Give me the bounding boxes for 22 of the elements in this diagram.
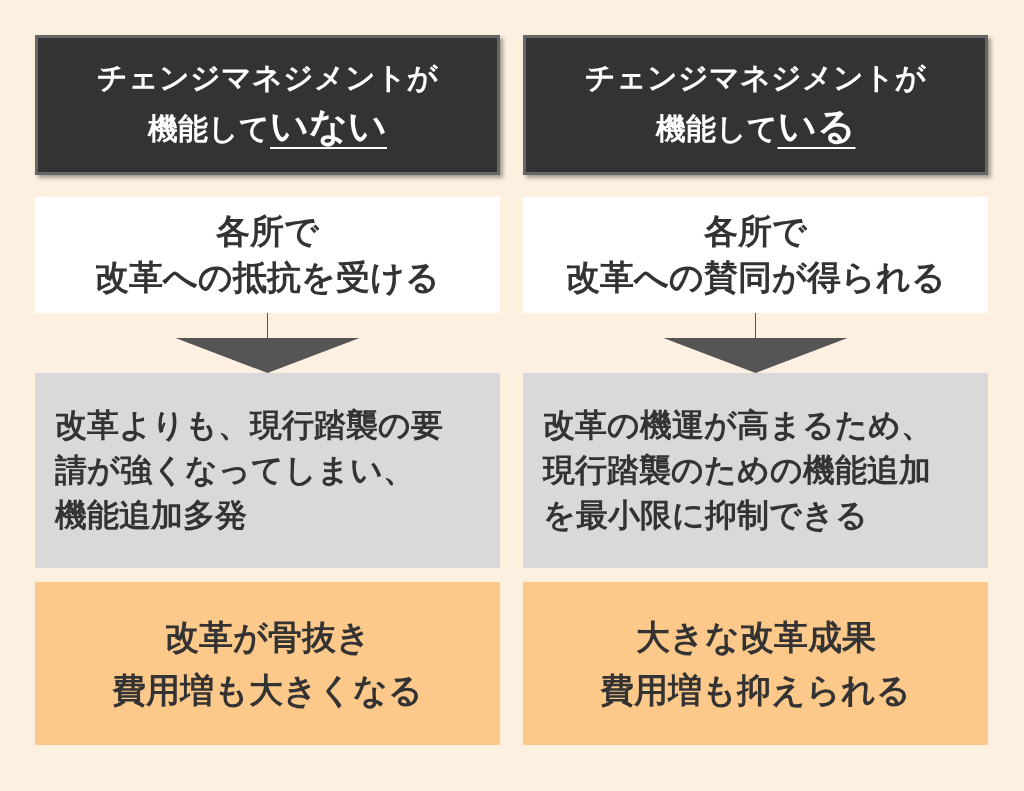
- header-box: [35, 35, 500, 175]
- statement-text: 改革が骨抜き: [164, 615, 371, 659]
- statement-text: 費用増も抑えられる: [600, 668, 911, 712]
- statement-text: 費用増も大きくなる: [112, 668, 423, 712]
- header-text: チェンジマネジメントが機能していない: [96, 58, 439, 151]
- statement-box: [523, 197, 988, 313]
- statement-text: 各所で: [704, 210, 807, 254]
- description-text: 改革の機運が高まるため、現行踏襲のための機能追加を最小限に抑制できる: [543, 405, 933, 536]
- description-box: [523, 373, 988, 568]
- statement-text: 各所で: [216, 210, 319, 254]
- header-text: チェンジマネジメントが機能している: [584, 58, 927, 151]
- statement-text: 改革への抵抗を受ける: [95, 256, 440, 299]
- result-box: [35, 582, 500, 745]
- down-arrow: [663, 312, 848, 374]
- down-arrow: [175, 312, 360, 374]
- description-box: [35, 373, 500, 568]
- statement-text: 大きな改革成果: [635, 615, 876, 659]
- result-box: [523, 582, 988, 745]
- statement-box: [35, 197, 500, 313]
- description-text: 改革よりも、現行踏襲の要請が強くなってしまい、機能追加多発: [55, 405, 444, 536]
- header-box: [523, 35, 988, 175]
- statement-text: 改革への賛同が得られる: [565, 256, 946, 299]
